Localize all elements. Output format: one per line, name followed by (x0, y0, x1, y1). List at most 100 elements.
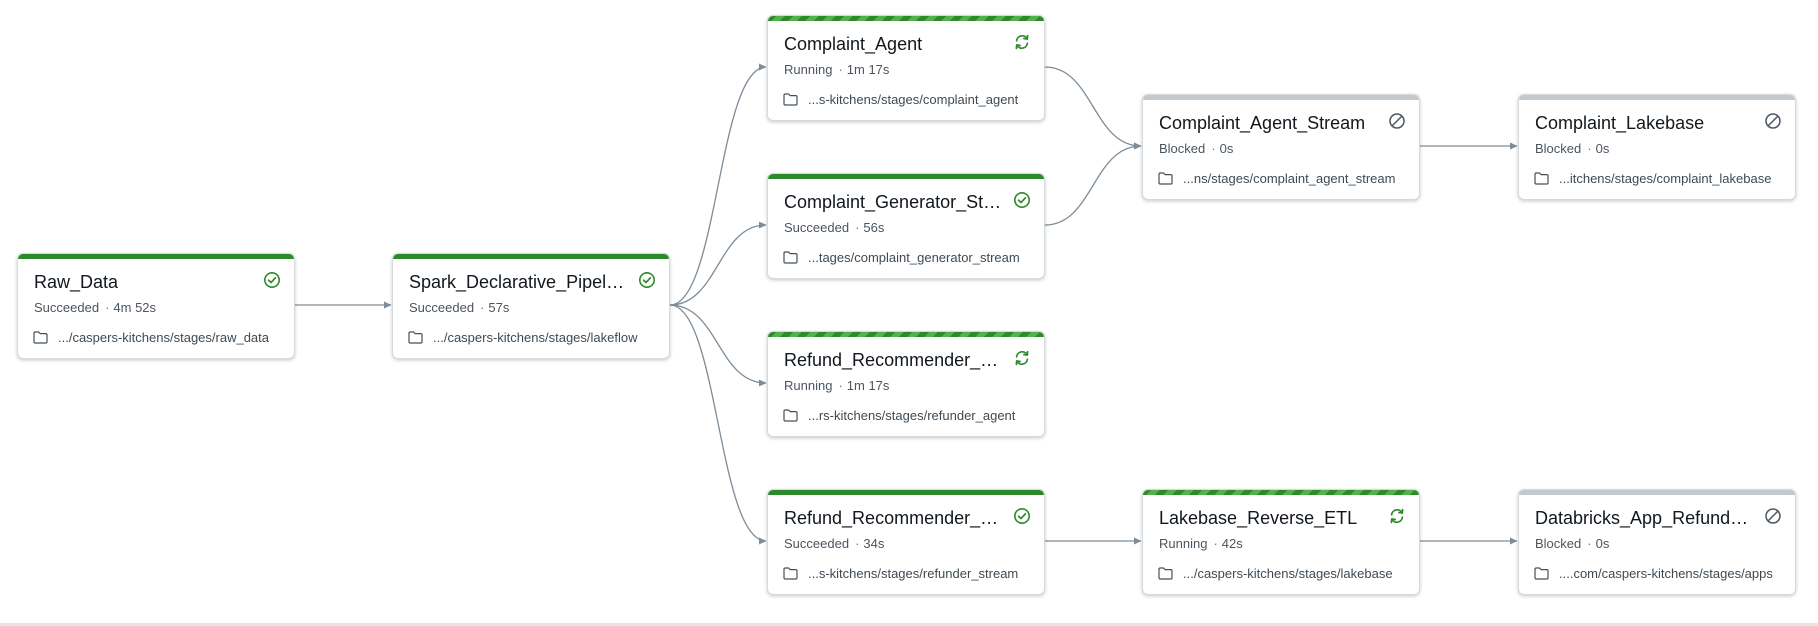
task-duration: 34s (863, 536, 885, 551)
refresh-icon (1013, 33, 1031, 51)
task-status: Succeeded (784, 536, 850, 551)
status-stripe (1519, 490, 1795, 495)
task-path: ...ns/stages/complaint_agent_stream (1183, 171, 1396, 186)
task-name: Complaint_Agent (784, 34, 923, 54)
task-duration: 42s (1221, 536, 1243, 551)
task-node-dbapp[interactable]: Databricks_App_Refund_ManagerBlocked·0s.… (1518, 489, 1796, 595)
task-path-row: ...ns/stages/complaint_agent_stream (1158, 170, 1411, 188)
folder-icon (1158, 567, 1173, 580)
blocked-icon (1388, 112, 1406, 130)
separator-dot: · (1587, 141, 1592, 156)
task-status-row: Succeeded ·34s (784, 536, 884, 552)
task-duration: 0s (1595, 141, 1610, 156)
task-path-row: ....com/caspers-kitchens/stages/apps (1534, 565, 1787, 583)
status-stripe (768, 16, 1044, 21)
status-stripe (1143, 95, 1419, 100)
task-name: Refund_Recommender_Stream (784, 508, 1002, 528)
task-duration: 4m 52s (113, 300, 157, 315)
refresh-icon (1013, 349, 1031, 367)
check-circle-icon (638, 271, 656, 289)
task-path: ...s-kitchens/stages/complaint_agent (808, 92, 1019, 107)
blocked-icon (1764, 112, 1782, 130)
status-stripe (768, 174, 1044, 179)
separator-dot: · (855, 220, 860, 235)
task-status-row: Running·1m 17s (784, 62, 889, 78)
refresh-icon (1388, 507, 1406, 525)
separator-dot: · (1213, 536, 1218, 551)
separator-dot: · (105, 300, 110, 315)
task-path-row: ...itchens/stages/complaint_lakebase (1534, 170, 1787, 188)
status-stripe (1519, 95, 1795, 100)
separator-dot: · (480, 300, 485, 315)
task-name: Raw_Data (34, 272, 119, 292)
folder-icon (783, 93, 798, 106)
separator-dot: · (855, 536, 860, 551)
status-stripe (768, 490, 1044, 495)
task-status-row: Running·1m 17s (784, 378, 889, 394)
task-node-lretl[interactable]: Lakebase_Reverse_ETL Running ·42s .../caspe… (1142, 489, 1420, 595)
separator-dot: · (1211, 141, 1216, 156)
task-name: Complaint_Agent_Stream (1159, 113, 1366, 133)
task-duration: 57s (488, 300, 510, 315)
task-name: Databricks_App_Refund_Manager (1535, 508, 1753, 528)
folder-icon (1534, 172, 1549, 185)
status-stripe (393, 254, 669, 259)
task-path-row: .../caspers-kitchens/stages/lakebase (1158, 565, 1411, 583)
task-status-row: Running ·42s (1159, 536, 1243, 552)
edge-spark-to-rstream (669, 304, 767, 545)
edge-cagent-to-castream (1044, 66, 1142, 150)
task-duration: 56s (863, 220, 885, 235)
task-path-row: ...s-kitchens/stages/complaint_agent (783, 91, 1036, 109)
task-path: ...itchens/stages/complaint_lakebase (1559, 171, 1772, 186)
status-stripe (1143, 490, 1419, 495)
task-status-row: Blocked ·0s (1535, 141, 1609, 157)
task-path: ...s-kitchens/stages/refunder_stream (808, 566, 1019, 581)
check-circle-icon (263, 271, 281, 289)
task-status: Blocked (1535, 141, 1582, 156)
separator-dot: · (838, 62, 843, 77)
folder-icon (408, 331, 423, 344)
task-duration: 1m 17s (846, 378, 890, 393)
blocked-icon (1764, 507, 1782, 525)
task-status-row: Succeeded·56s (784, 220, 884, 236)
task-path-row: ...rs-kitchens/stages/refunder_agent (783, 407, 1036, 425)
task-path: .../caspers-kitchens/stages/lakeflow (433, 330, 638, 345)
task-name: Spark_Declarative_Pipeline (409, 272, 627, 292)
folder-icon (33, 331, 48, 344)
folder-icon (783, 251, 798, 264)
task-path-row: ...s-kitchens/stages/refunder_stream (783, 565, 1036, 583)
folder-icon (1534, 567, 1549, 580)
task-status: Running (1159, 536, 1208, 551)
task-path-row: .../caspers-kitchens/stages/lakeflow (408, 329, 661, 347)
task-name: Refund_Recommender_Agent (784, 350, 1002, 370)
edge-cgen-to-castream (1044, 142, 1142, 226)
task-status: Blocked (1159, 141, 1206, 156)
task-path: ...rs-kitchens/stages/refunder_agent (808, 408, 1016, 423)
task-path: .../caspers-kitchens/stages/lakebase (1183, 566, 1393, 581)
task-path: ...tages/complaint_generator_stream (808, 250, 1020, 265)
task-status-row: Succeeded ·4m 52s (34, 300, 156, 316)
folder-icon (783, 567, 798, 580)
task-status: Succeeded (34, 300, 100, 315)
task-path: .../caspers-kitchens/stages/raw_data (58, 330, 269, 345)
canvas-bottom-border (0, 623, 1818, 626)
task-name: Lakebase_Reverse_ETL (1159, 508, 1358, 528)
task-status: Succeeded (409, 300, 475, 315)
folder-icon (1158, 172, 1173, 185)
check-circle-icon (1013, 191, 1031, 209)
edge-spark-to-cgen (669, 221, 767, 306)
separator-dot: · (1587, 536, 1592, 551)
task-path-row: ...tages/complaint_generator_stream (783, 249, 1036, 267)
task-duration: 1m 17s (846, 62, 890, 77)
task-status: Blocked (1535, 536, 1582, 551)
task-status-row: Blocked·0s (1535, 536, 1609, 552)
